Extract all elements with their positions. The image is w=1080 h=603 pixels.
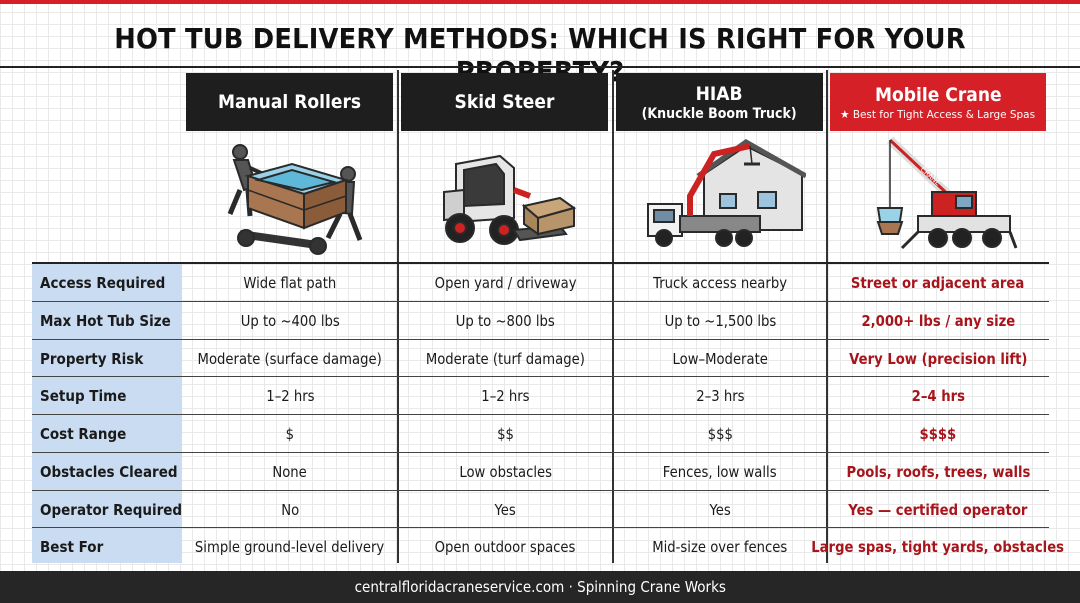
table-cell-highlight: Yes — certified operator xyxy=(848,500,1028,519)
page-title: HOT TUB DELIVERY METHODS: WHICH IS RIGHT… xyxy=(114,22,966,88)
table-cell: $$ xyxy=(497,424,514,443)
column-divider xyxy=(397,70,399,563)
row-label: Operator Required xyxy=(40,500,183,519)
table-cell: Moderate (surface damage) xyxy=(197,349,383,368)
row-label: Obstacles Cleared xyxy=(40,462,178,481)
table-cell: No xyxy=(281,500,299,519)
mobile-crane-icon: CRANE xyxy=(876,136,1018,250)
table-cell: Wide flat path xyxy=(243,273,337,292)
table-cell-highlight: Street or adjacent area xyxy=(851,273,1025,292)
table-cell-highlight: $$$$ xyxy=(919,424,957,443)
table-cell: Open yard / driveway xyxy=(434,273,577,292)
row-divider xyxy=(32,490,1049,491)
table-cell: 1–2 hrs xyxy=(481,386,530,405)
row-divider xyxy=(32,452,1049,453)
table-cell: Moderate (turf damage) xyxy=(425,349,586,368)
column-header-manual-rollers: Manual Rollers xyxy=(186,73,393,131)
table-cell: $ xyxy=(285,424,295,443)
column-divider xyxy=(612,70,614,563)
top-accent-bar xyxy=(0,0,1080,4)
table-cell: Low–Moderate xyxy=(672,349,768,368)
table-cell: Yes xyxy=(494,500,517,519)
table-cell-highlight: Pools, roofs, trees, walls xyxy=(846,462,1030,481)
crane-boom-label: CRANE xyxy=(919,166,942,188)
table-cell: Low obstacles xyxy=(459,462,552,481)
table-cell-highlight: 2,000+ lbs / any size xyxy=(861,311,1015,330)
table-cell: Simple ground-level delivery xyxy=(195,537,385,556)
row-label: Access Required xyxy=(40,273,166,292)
table-cell: 1–2 hrs xyxy=(265,386,315,405)
table-cell: $$$ xyxy=(707,424,733,443)
table-cell-highlight: 2–4 hrs xyxy=(911,386,965,405)
footer-source-text: centralfloridacraneservice.com · Spinnin… xyxy=(354,578,726,596)
table-cell: Up to ~1,500 lbs xyxy=(664,311,776,330)
title-divider xyxy=(0,66,1080,68)
table-cell: 2–3 hrs xyxy=(695,386,745,405)
row-label: Cost Range xyxy=(40,424,127,443)
column-header-title: Mobile Crane xyxy=(874,83,1002,106)
table-cell: Up to ~800 lbs xyxy=(455,311,556,330)
column-divider xyxy=(826,70,828,563)
table-cell: Fences, low walls xyxy=(663,462,777,481)
footer-bar: centralfloridacraneservice.com · Spinnin… xyxy=(0,571,1080,603)
row-label-column xyxy=(32,263,182,563)
table-cell: Truck access nearby xyxy=(653,273,787,292)
column-header-hiab: HIAB (Knuckle Boom Truck) xyxy=(616,73,823,131)
table-cell: Open outdoor spaces xyxy=(435,537,576,556)
workers-rolling-hot-tub-icon xyxy=(227,144,363,255)
table-cell: Mid-size over fences xyxy=(652,537,788,556)
row-label: Best For xyxy=(40,537,104,556)
row-label: Property Risk xyxy=(40,349,144,368)
row-divider xyxy=(32,339,1049,340)
column-header-title: Skid Steer xyxy=(454,91,555,113)
table-cell: Yes xyxy=(709,500,731,519)
column-header-skid-steer: Skid Steer xyxy=(401,73,608,131)
row-divider xyxy=(32,301,1049,302)
table-cell-highlight: Large spas, tight yards, obstacles xyxy=(811,537,1065,556)
table-cell-highlight: Very Low (precision lift) xyxy=(848,349,1028,368)
skid-steer-icon xyxy=(443,154,577,245)
best-choice-badge: ★ Best for Tight Access & Large Spas xyxy=(840,107,1036,121)
column-header-subtitle: (Knuckle Boom Truck) xyxy=(642,105,797,122)
row-divider xyxy=(32,414,1049,415)
row-divider xyxy=(32,527,1049,528)
table-top-border xyxy=(32,262,1049,264)
column-header-title: Manual Rollers xyxy=(217,91,362,113)
column-header-mobile-crane: Mobile Crane ★ Best for Tight Access & L… xyxy=(830,73,1046,131)
row-label: Setup Time xyxy=(40,386,127,405)
row-divider xyxy=(32,376,1049,377)
table-cell: None xyxy=(272,462,308,481)
knuckle-boom-truck-icon xyxy=(647,139,806,247)
table-cell: Up to ~400 lbs xyxy=(240,311,340,330)
column-header-title: HIAB xyxy=(696,82,743,105)
row-label: Max Hot Tub Size xyxy=(40,311,171,330)
